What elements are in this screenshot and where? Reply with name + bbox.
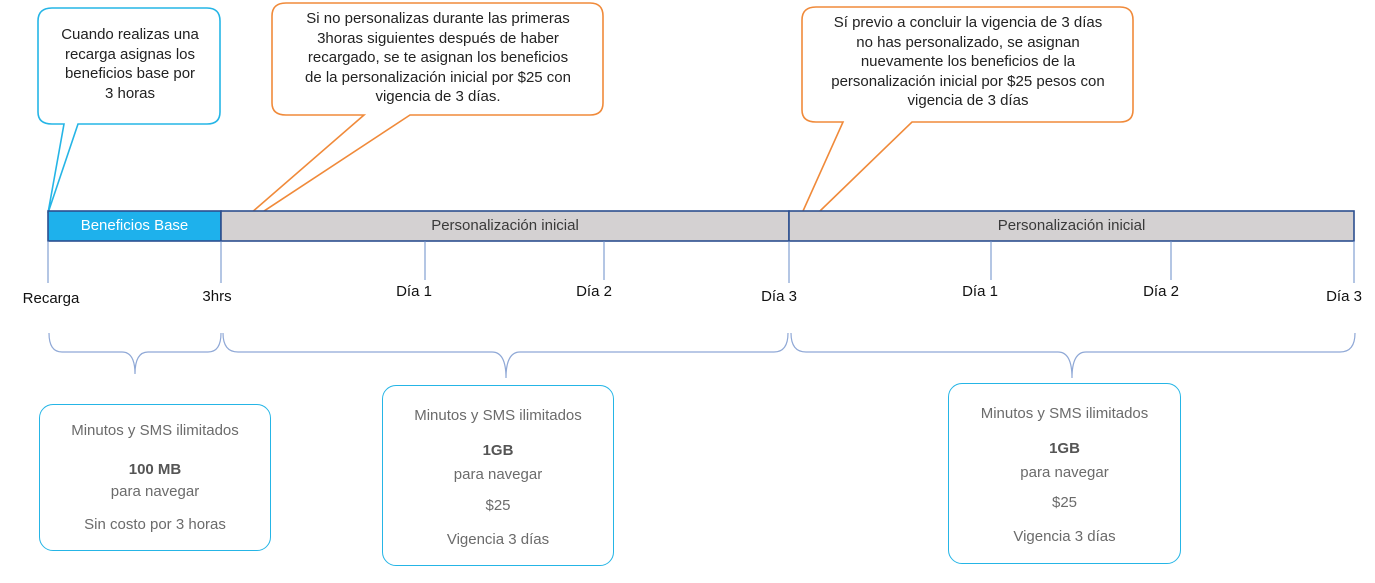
benefit-card-pers2: Minutos y SMS ilimitados 1GB para navega… <box>948 383 1181 564</box>
card-extra: Sin costo por 3 horas <box>84 516 226 533</box>
callout-renew-line: vigencia de 3 días <box>907 92 1029 109</box>
segment-base-bar <box>47 210 222 242</box>
segment-pers2-bar <box>788 210 1355 242</box>
callout-first-line: de la personalización inicial por $25 co… <box>304 68 571 86</box>
card-price: $25 <box>1051 494 1078 511</box>
callout-renew-shape <box>789 6 1134 241</box>
card-title: Minutos y SMS ilimitados <box>980 405 1149 422</box>
tick-label-dia3-a: Día 3 <box>761 288 797 305</box>
card-data-caption: para navegar <box>1020 464 1109 481</box>
callout-base-line: Cuando realizas una <box>61 26 199 43</box>
card-price: $25 <box>485 497 511 514</box>
brace-pers1 <box>222 332 789 379</box>
callout-base-text: Cuando realizas una recarga asignas los … <box>40 25 220 103</box>
callout-first-shape <box>219 2 604 241</box>
callout-renew-line: no has personalizado, se asignan <box>856 33 1080 51</box>
card-data-caption: para navegar <box>110 483 200 500</box>
card-validity: Vigencia 3 días <box>446 531 550 548</box>
callout-renew-line: Sí previo a concluir la vigencia de 3 dí… <box>833 14 1103 31</box>
tick-label-dia1-b: Día 1 <box>962 283 998 300</box>
tick-label-dia1-a: Día 1 <box>396 283 432 300</box>
segment-pers1-bar <box>220 210 790 242</box>
callout-first-text: Si no personalizas durante las primeras … <box>274 9 602 107</box>
callout-first-line: vigencia de 3 días. <box>375 88 501 105</box>
callout-renew-line: personalización inicial por $25 pesos co… <box>831 72 1105 90</box>
card-data-amount: 100 MB <box>128 461 182 478</box>
tick-label-recarga: Recarga <box>22 290 80 307</box>
segment-pers1-label: Personalización inicial <box>431 217 579 234</box>
tick-label-dia3-b: Día 3 <box>1326 288 1362 305</box>
benefit-card-pers1: Minutos y SMS ilimitados 1GB para navega… <box>382 385 614 566</box>
brace-base <box>48 332 222 375</box>
card-data-amount: 1GB <box>1049 440 1080 457</box>
callout-first-line: recargado, se te asignan los beneficios <box>307 49 569 66</box>
callout-base-line: recarga asignas los <box>64 45 196 63</box>
callout-first-line: 3horas siguientes después de haber <box>317 29 559 47</box>
card-validity: Vigencia 3 días <box>1013 528 1116 545</box>
card-data-caption: para navegar <box>453 466 543 483</box>
brace-pers2 <box>790 332 1356 379</box>
segment-base-label: Beneficios Base <box>80 217 189 234</box>
callout-base-line: beneficios base por <box>64 65 196 82</box>
callout-base-shape <box>37 7 221 214</box>
card-data-amount: 1GB <box>482 442 514 459</box>
tick-label-dia2-a: Día 2 <box>576 283 612 300</box>
callout-first-line: Si no personalizas durante las primeras <box>306 10 570 27</box>
callout-renew-line: nuevamente los beneficios de la <box>860 53 1076 70</box>
tick-marks <box>47 241 1355 283</box>
segment-pers2-label: Personalización inicial <box>997 217 1146 234</box>
tick-label-dia2-b: Día 2 <box>1143 283 1179 300</box>
callout-base-line: 3 horas <box>104 84 156 102</box>
callout-renew-text: Sí previo a concluir la vigencia de 3 dí… <box>804 13 1132 111</box>
card-title: Minutos y SMS ilimitados <box>71 422 239 439</box>
benefit-card-base: Minutos y SMS ilimitados 100 MB para nav… <box>39 404 271 551</box>
tick-label-3hrs: 3hrs <box>202 288 232 305</box>
card-title: Minutos y SMS ilimitados <box>414 407 582 424</box>
